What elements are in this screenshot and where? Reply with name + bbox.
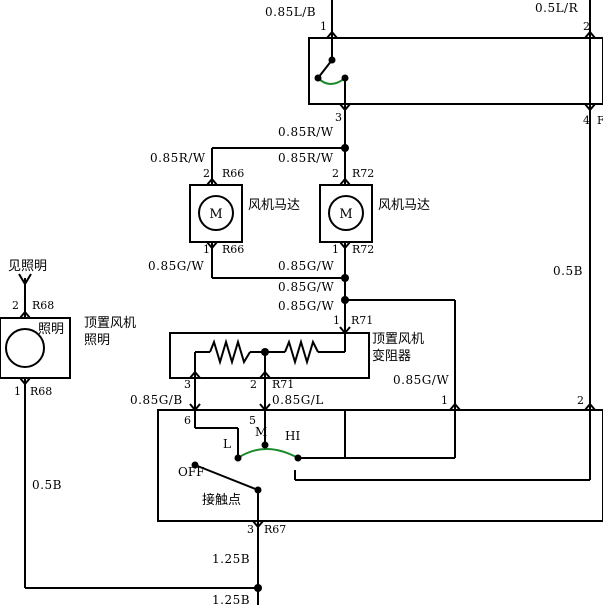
- motor-2: M: [319, 184, 373, 243]
- lamp-label-1: 顶置风机: [84, 316, 136, 331]
- conn-r71-mid: R71: [272, 378, 294, 391]
- arrow-marks: [19, 30, 596, 529]
- motor-2-label: 风机马达: [378, 198, 430, 213]
- resistor-label-1: 顶置风机: [372, 332, 424, 347]
- conn-r68-bottom: R68: [30, 385, 52, 398]
- pin-switch-5: 5: [249, 414, 256, 427]
- conn-r71-top: R71: [351, 314, 373, 327]
- pin-switch-6: 6: [184, 414, 191, 427]
- label-motor2-out: 0.85G/W: [278, 259, 334, 273]
- label-ground-2: 1.25B: [212, 593, 250, 605]
- pin-m1-bottom: 1: [203, 243, 210, 256]
- conn-r72-top: R72: [352, 167, 374, 180]
- pin-lamp-2: 2: [12, 299, 19, 312]
- motor-1-icon: [198, 195, 234, 231]
- label-resistor-right: 0.85G/W: [393, 373, 449, 387]
- relay-arc: [317, 77, 346, 85]
- conn-r68-top: R68: [32, 299, 54, 312]
- lamp-label-2: 照明: [84, 333, 110, 348]
- see-lighting-label: 见照明: [8, 259, 47, 274]
- label-top-left: 0.85L/B: [265, 5, 316, 19]
- label-right-bus: 0.5B: [553, 264, 583, 278]
- pin-resistor-2: 2: [250, 378, 257, 391]
- resistor-label-2: 变阻器: [372, 348, 411, 364]
- switch-box: [157, 409, 603, 522]
- pin-relay-4: 4: [583, 114, 590, 127]
- switch-mid-label: M: [255, 425, 267, 439]
- label-motor2-in: 0.85R/W: [278, 151, 334, 165]
- label-resistor-out2: 0.85G/L: [272, 393, 324, 407]
- lamp-box: [0, 317, 71, 379]
- relay-box: [308, 37, 603, 105]
- label-top-right: 0.5L/R: [535, 1, 579, 15]
- conn-r72-bottom: R72: [352, 243, 374, 256]
- lamp-bulb-icon: [5, 328, 45, 368]
- pin-resistor-3: 3: [184, 378, 191, 391]
- pin-switch-2: 2: [577, 394, 584, 407]
- resistor-box: [169, 332, 370, 379]
- resistor-coil-1: [209, 338, 251, 366]
- label-ground-1: 1.25B: [212, 552, 250, 566]
- pin-relay-1: 1: [320, 20, 327, 33]
- motor-1-label: 风机马达: [248, 198, 300, 213]
- label-lamp-ground: 0.5B: [32, 478, 62, 492]
- junction-dots: [191, 56, 349, 592]
- label-junction-2: 0.85G/W: [278, 299, 334, 313]
- pin-lamp-1: 1: [14, 385, 21, 398]
- conn-r66-top: R66: [222, 167, 244, 180]
- lamp-inner-label: 照明: [38, 322, 64, 337]
- switch-off-label: OFF: [178, 465, 205, 479]
- label-resistor-out3: 0.85G/B: [130, 393, 183, 407]
- motor-2-symbol: M: [339, 207, 352, 222]
- resistor-coil-2: [284, 338, 319, 366]
- label-relay-out: 0.85R/W: [278, 125, 334, 139]
- pin-relay-2: 2: [583, 20, 590, 33]
- switch-low-label: L: [223, 437, 231, 451]
- pin-resistor-top: 1: [333, 314, 340, 327]
- switch-contact-label: 接触点: [202, 492, 241, 508]
- pin-switch-1: 1: [441, 394, 448, 407]
- pin-relay-3: 3: [335, 111, 342, 124]
- conn-r66-bottom: R66: [222, 243, 244, 256]
- pin-m2-top: 2: [332, 167, 339, 180]
- label-motor1-out: 0.85G/W: [148, 259, 204, 273]
- pin-switch-3: 3: [247, 523, 254, 536]
- conn-relay-partial: F: [597, 114, 603, 127]
- motor-1-symbol: M: [209, 207, 222, 222]
- conn-r67: R67: [264, 523, 286, 536]
- label-junction-1: 0.85G/W: [278, 280, 334, 294]
- motor-1: M: [189, 184, 243, 243]
- motor-2-icon: [328, 195, 364, 231]
- see-lighting-arrow: [18, 273, 32, 286]
- lamp: [5, 328, 45, 368]
- label-motor1-in: 0.85R/W: [150, 151, 206, 165]
- switch-high-label: HI: [285, 429, 300, 443]
- switch-arc: [237, 448, 299, 459]
- pin-m2-bottom: 1: [332, 243, 339, 256]
- pin-m1-top: 2: [203, 167, 210, 180]
